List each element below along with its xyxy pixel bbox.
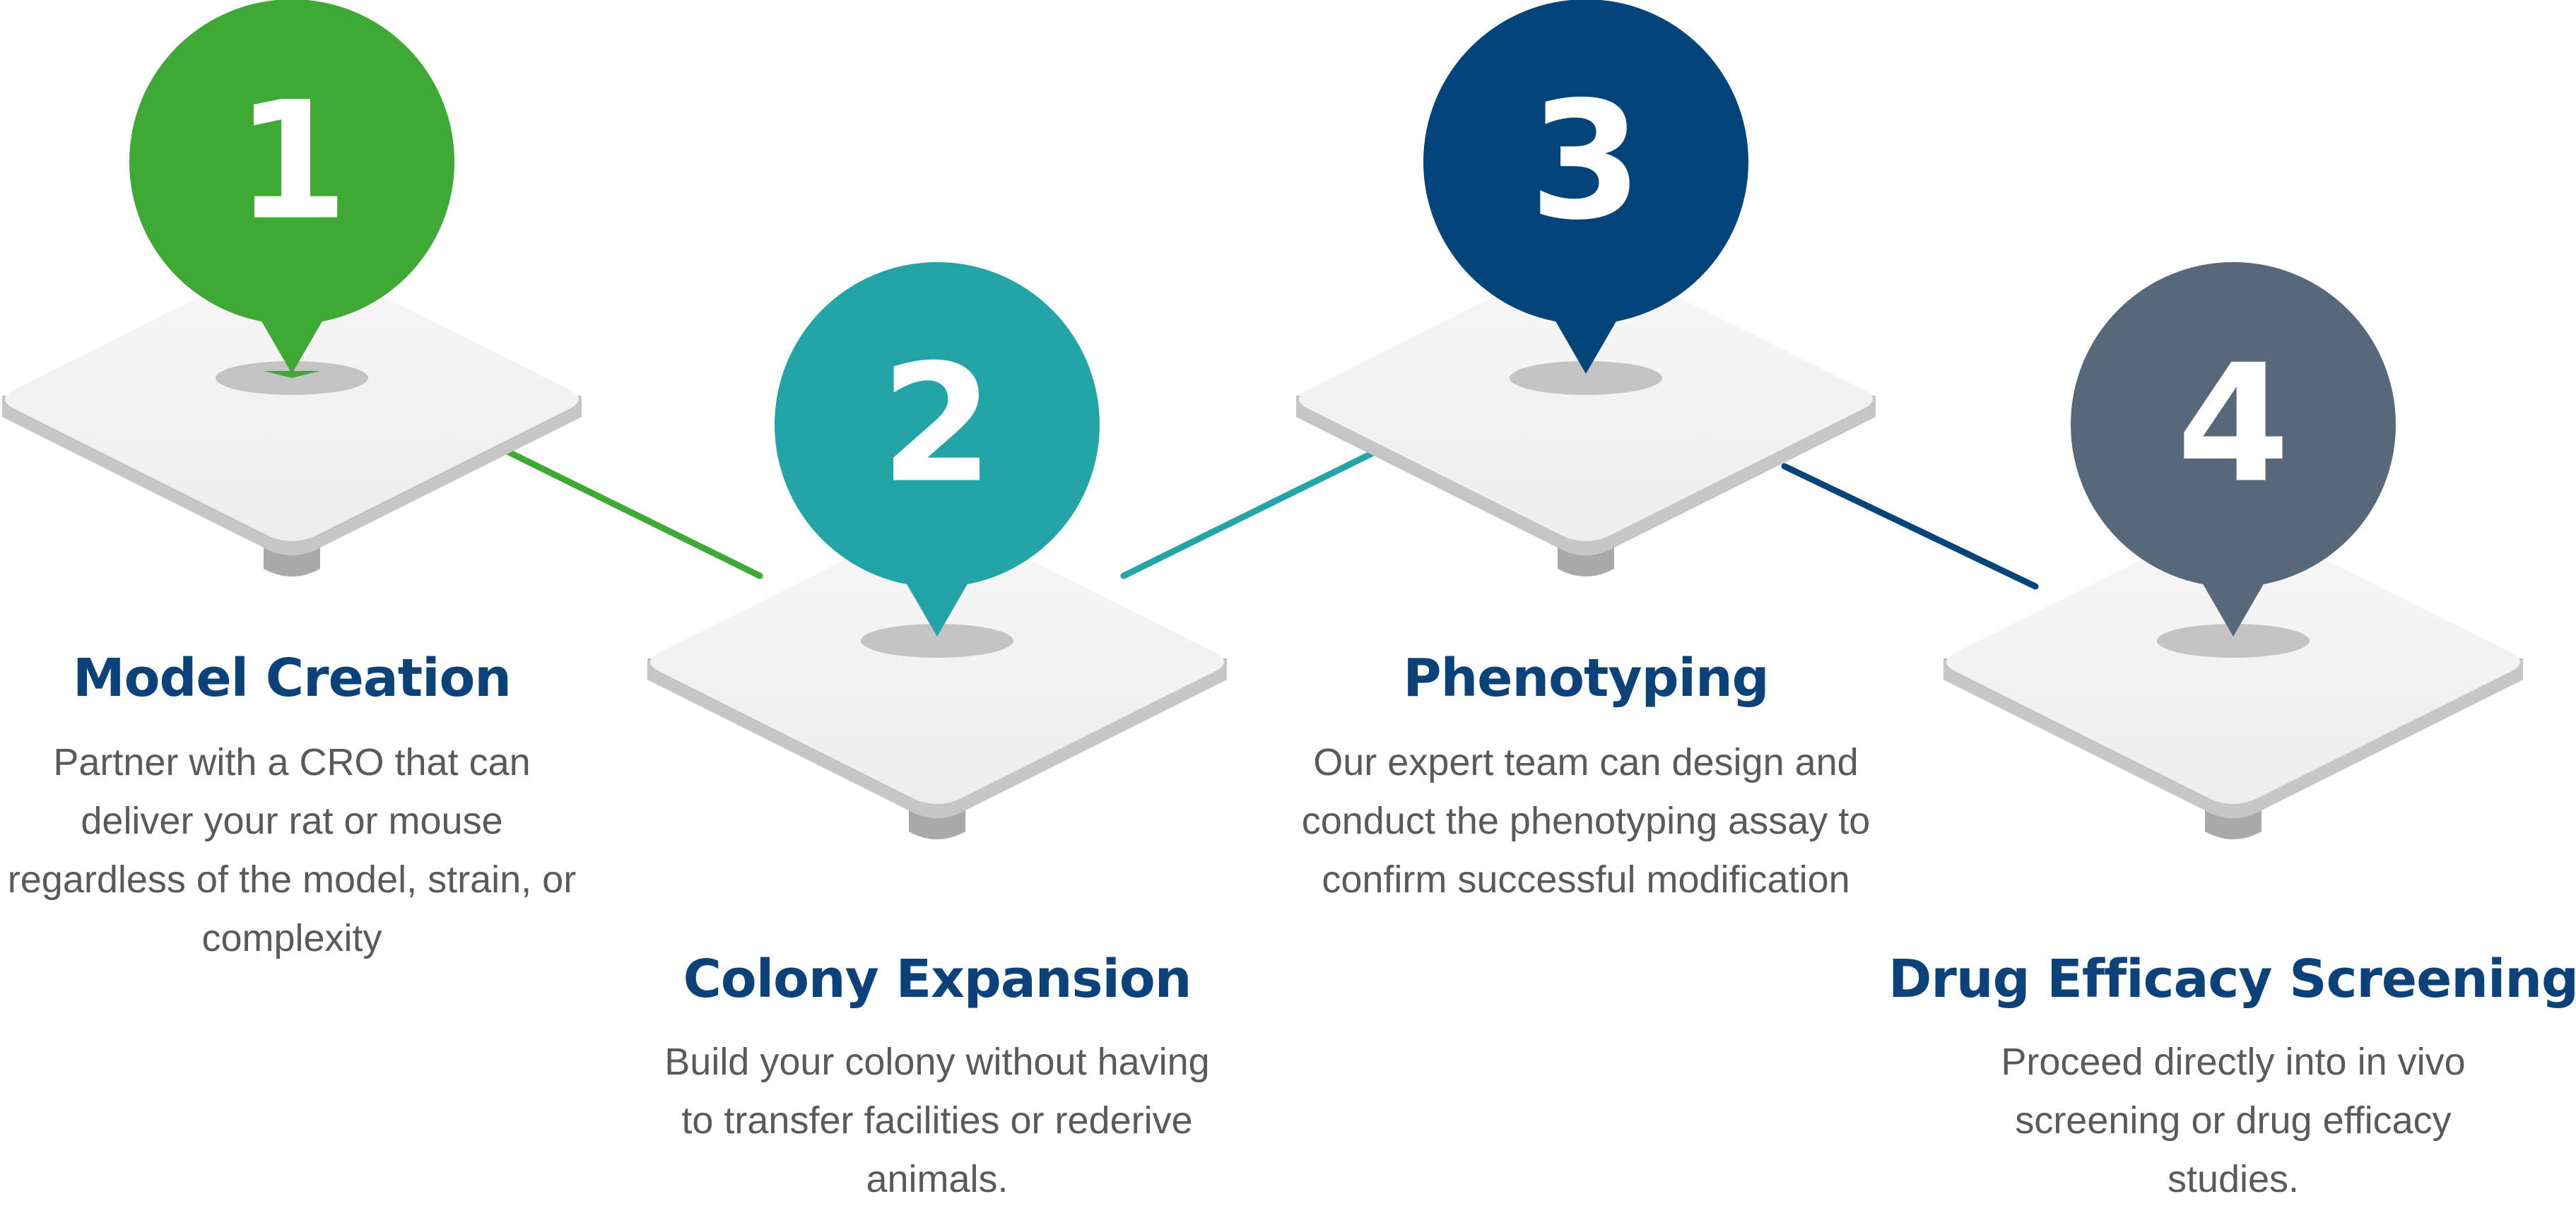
step-4-marker: 4 (1943, 262, 2523, 839)
map-pin-3-icon: 3 (1423, 0, 1748, 374)
step-3-marker: 3 (1296, 0, 1876, 577)
connector-1-2 (505, 449, 763, 579)
map-pin-2-icon: 2 (775, 262, 1100, 637)
map-pin-4-icon: 4 (2071, 262, 2396, 637)
step-2-title: Colony Expansion (683, 949, 1192, 1010)
step-number-2: 2 (881, 331, 994, 519)
step-number-1: 1 (235, 68, 348, 256)
step-1-title: Model Creation (73, 648, 512, 709)
step-1-description: Partner with a CRO that can deliver your… (7, 741, 577, 959)
step-3-description: Our expert team can design and conduct t… (1301, 741, 1871, 901)
connector-3-4 (1781, 463, 2039, 590)
connector-2-3 (1120, 449, 1378, 579)
step-number-4: 4 (2177, 331, 2290, 519)
platform-2 (647, 520, 1227, 839)
platform-1 (2, 257, 582, 577)
step-2-marker: 2 (647, 262, 1227, 839)
platform-4 (1943, 520, 2523, 839)
step-2-description: Build your colony without having to tran… (664, 1041, 1210, 1200)
platform-3 (1296, 257, 1876, 577)
step-4-description: Proceed directly into in vivo screening … (2001, 1041, 2466, 1200)
step-4-title: Drug Efficacy Screening (1888, 949, 2576, 1010)
map-pin-1-icon: 1 (129, 0, 454, 378)
step-number-3: 3 (1529, 68, 1642, 256)
step-3-title: Phenotyping (1403, 648, 1769, 709)
step-1-marker: 1 (2, 0, 582, 577)
